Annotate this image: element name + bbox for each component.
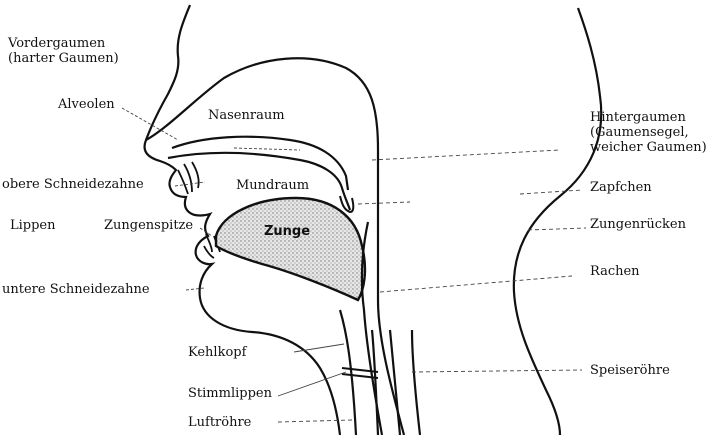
label-luftroehre: Luftröhre — [188, 415, 251, 430]
label-nasenraum: Nasenraum — [208, 108, 285, 123]
label-untere-schneidezaehne: untere Schneidezahne — [2, 282, 150, 297]
label-stimmlippen: Stimmlippen — [188, 386, 272, 401]
label-hintergaumen-line3: weicher Gaumen) — [590, 140, 707, 155]
label-alveolen: Alveolen — [58, 97, 115, 112]
label-speiseroehre: Speiseröhre — [590, 363, 670, 378]
label-rachen: Rachen — [590, 264, 640, 279]
label-vordergaumen-line2: (harter Gaumen) — [8, 51, 119, 66]
label-vordergaumen-line1: Vordergaumen — [8, 36, 119, 51]
esophagus — [390, 330, 420, 435]
label-lippen: Lippen — [10, 218, 56, 233]
label-vordergaumen: Vordergaumen (harter Gaumen) — [8, 36, 119, 66]
label-mundraum: Mundraum — [236, 178, 309, 193]
label-hintergaumen-line2: (Gaumensegel, — [590, 125, 707, 140]
upper-teeth — [178, 162, 199, 194]
label-kehlkopf: Kehlkopf — [188, 345, 246, 360]
label-obere-schneidezaehne: obere Schneidezahne — [2, 177, 144, 192]
label-hintergaumen-line1: Hintergaumen — [590, 110, 707, 125]
label-zungenspitze: Zungenspitze — [104, 218, 193, 233]
label-zaepfchen: Zapfchen — [590, 180, 652, 195]
label-zungenruecken: Zungenrücken — [590, 217, 686, 232]
tongue — [216, 198, 365, 300]
label-hintergaumen: Hintergaumen (Gaumensegel, weicher Gaume… — [590, 110, 707, 155]
label-zunge: Zunge — [264, 224, 310, 239]
